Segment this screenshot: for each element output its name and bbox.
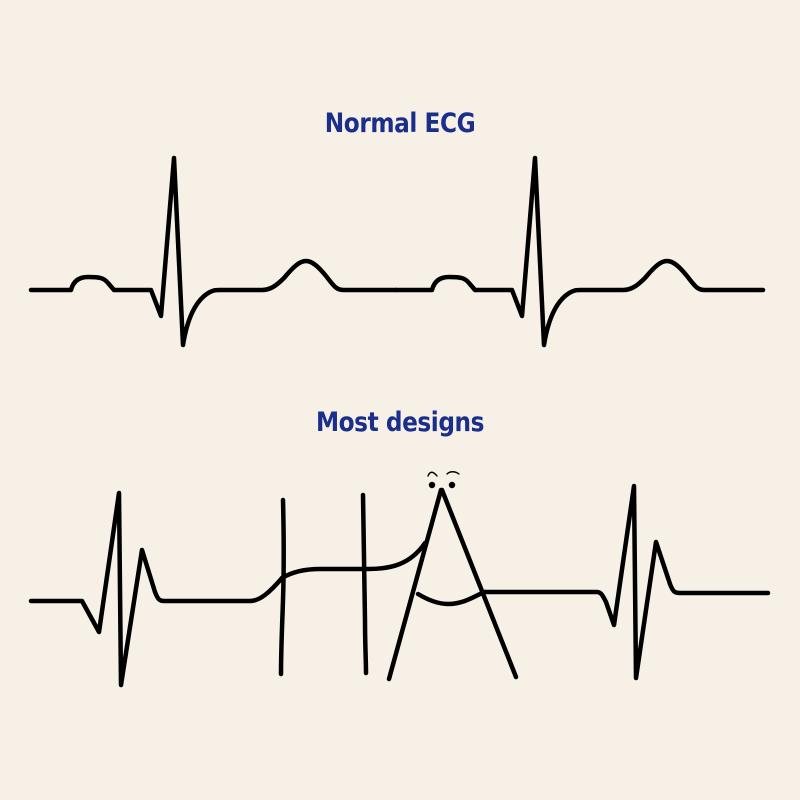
face-eyes-icon <box>427 471 460 489</box>
left-beat <box>28 490 285 688</box>
right-beat <box>481 483 771 681</box>
a-crossbar <box>415 589 487 607</box>
most-designs-title: Most designs <box>315 407 485 438</box>
h-crossbar <box>279 540 428 581</box>
a-right-stroke <box>439 487 519 680</box>
normal-ecg-beat-1 <box>28 155 399 348</box>
a-left-stroke <box>386 487 444 682</box>
normal-ecg-beat-2 <box>393 155 766 348</box>
h-right-stroke <box>360 492 369 676</box>
h-left-stroke <box>278 497 286 677</box>
normal-ecg-title: Normal ECG <box>324 108 476 139</box>
normal-ecg-trace <box>28 155 766 348</box>
most-designs-trace <box>28 471 771 688</box>
